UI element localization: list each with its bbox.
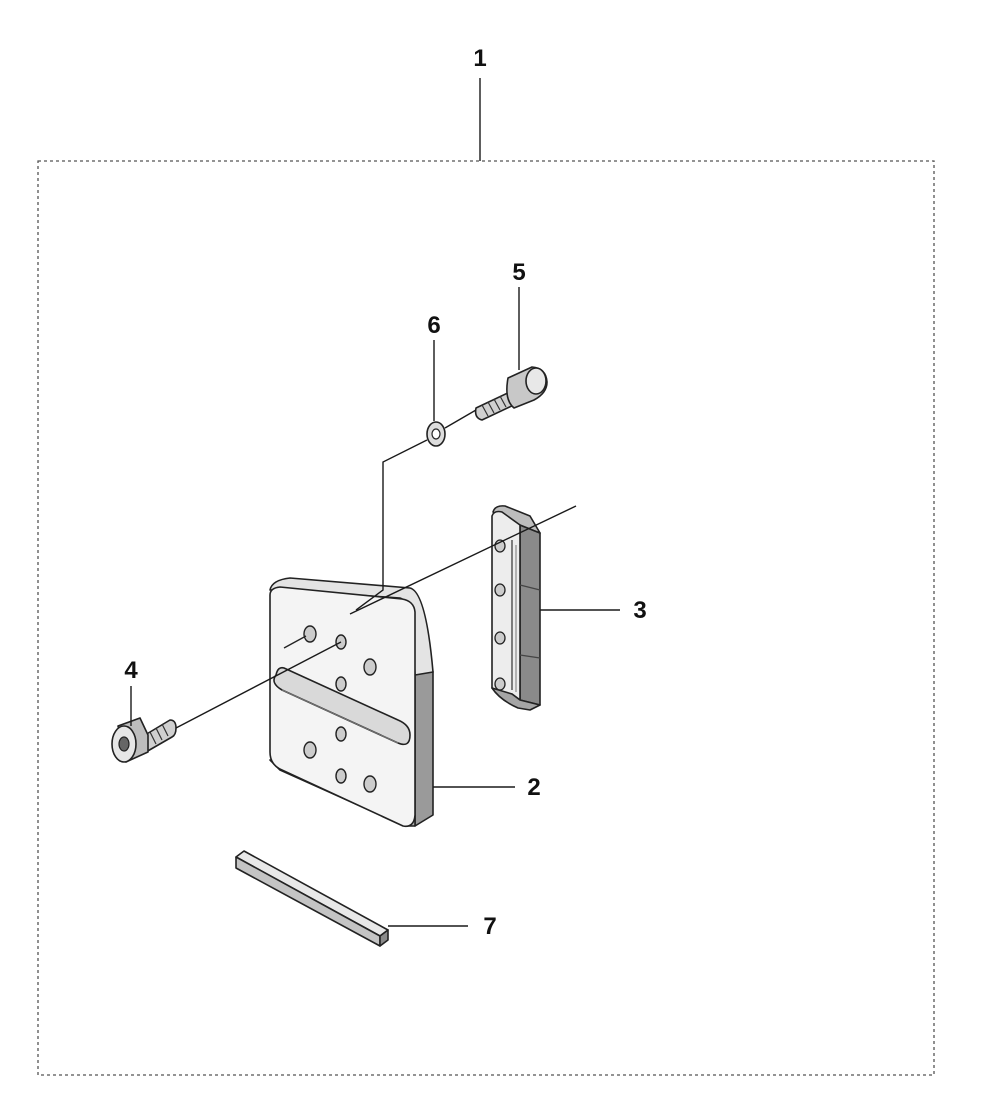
key-bar-part-7	[235, 850, 389, 947]
callout-1: 1	[473, 45, 486, 72]
washer-part-6	[426, 421, 446, 447]
callout-6: 6	[427, 312, 440, 339]
assembly-line-washer-screw	[444, 409, 477, 429]
callout-4: 4	[124, 657, 138, 684]
callout-3: 3	[633, 597, 646, 624]
rail-part-3	[491, 505, 541, 711]
cap-screw-part-5	[474, 366, 548, 421]
cap-screw-part-4	[111, 717, 177, 763]
assembly-line-screw4	[175, 641, 342, 729]
assembly-line-plate-rail	[349, 505, 577, 615]
assembly-line-washer-plate	[355, 439, 428, 611]
callout-7: 7	[483, 913, 496, 940]
callout-5: 5	[512, 259, 525, 286]
assembly-frame	[37, 160, 935, 1076]
callout-2: 2	[527, 774, 540, 801]
plate-part-2	[269, 577, 434, 828]
